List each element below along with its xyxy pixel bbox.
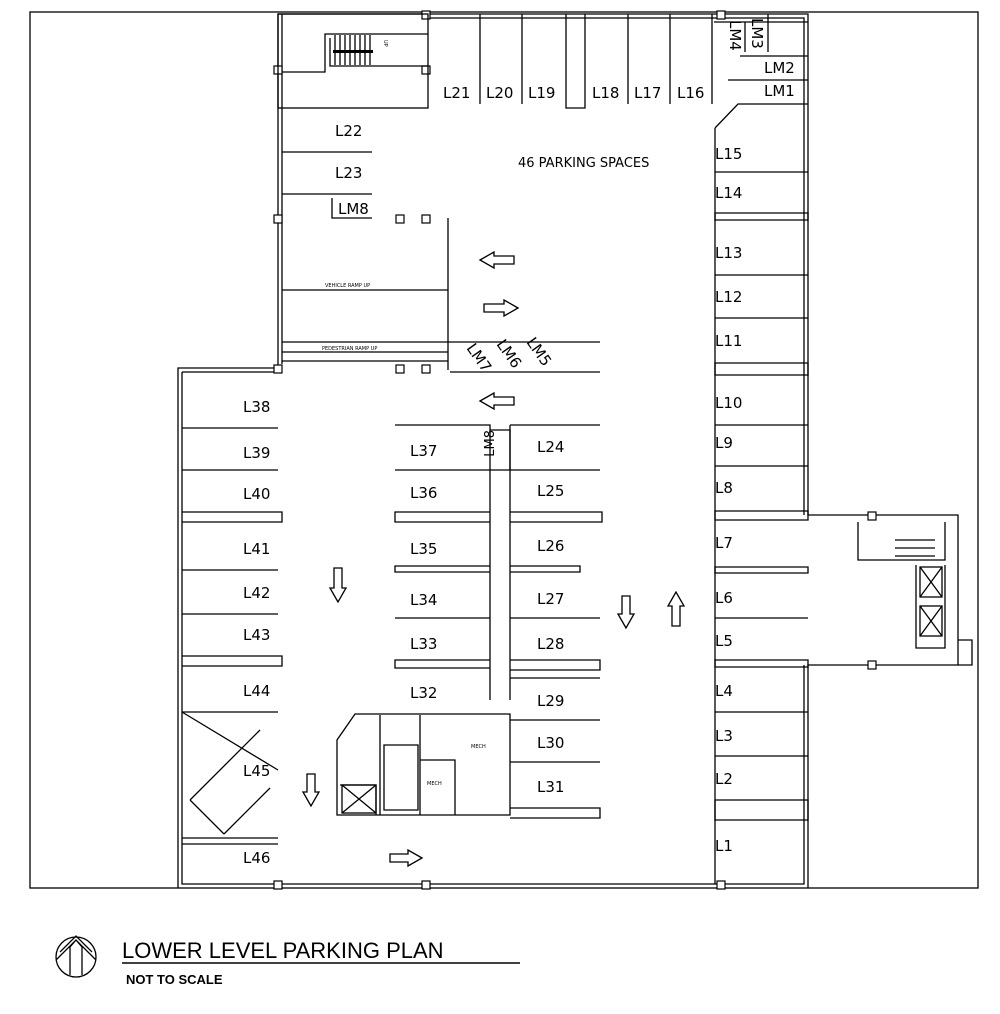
space-L34: L34 bbox=[410, 591, 437, 609]
space-L43: L43 bbox=[243, 626, 270, 644]
space-L33: L33 bbox=[410, 635, 437, 653]
mech-room-label: MECH bbox=[471, 744, 486, 750]
space-L17: L17 bbox=[634, 84, 661, 102]
space-L24: L24 bbox=[537, 438, 564, 456]
space-L20: L20 bbox=[486, 84, 513, 102]
space-L6: L6 bbox=[715, 589, 733, 607]
space-L4: L4 bbox=[715, 682, 733, 700]
space-L14: L14 bbox=[715, 184, 742, 202]
space-L13: L13 bbox=[715, 244, 742, 262]
space-L15: L15 bbox=[715, 145, 742, 163]
arrow-right-icon bbox=[389, 848, 424, 868]
space-L16: L16 bbox=[677, 84, 704, 102]
title-block: LOWER LEVEL PARKING PLAN NOT TO SCALE bbox=[55, 935, 520, 987]
space-L44: L44 bbox=[243, 682, 270, 700]
stall-lines bbox=[181, 14, 809, 884]
space-L29: L29 bbox=[537, 692, 564, 710]
space-L5: L5 bbox=[715, 632, 733, 650]
space-L42: L42 bbox=[243, 584, 270, 602]
stair-northwest: UP bbox=[277, 13, 429, 109]
space-L25: L25 bbox=[537, 482, 564, 500]
space-L37: L37 bbox=[410, 442, 437, 460]
arrow-down-icon bbox=[301, 773, 321, 808]
space-LM6: LM6 bbox=[493, 336, 525, 372]
space-L10: L10 bbox=[715, 394, 742, 412]
stair-elevators-east bbox=[857, 522, 946, 649]
space-labels: L21 L20 L19 L18 L17 L16 LM4 LM3 LM2 LM1 … bbox=[243, 18, 795, 867]
space-L46: L46 bbox=[243, 849, 270, 867]
vehicle-ramp-label: VEHICLE RAMP UP bbox=[325, 283, 370, 289]
space-L36: L36 bbox=[410, 484, 437, 502]
space-L3: L3 bbox=[715, 727, 733, 745]
columns bbox=[273, 10, 877, 890]
space-L22: L22 bbox=[335, 122, 362, 140]
traffic-arrows bbox=[301, 250, 686, 868]
north-arrow-icon bbox=[55, 935, 97, 978]
space-L27: L27 bbox=[537, 590, 564, 608]
building-walls bbox=[177, 13, 973, 888]
space-L26: L26 bbox=[537, 537, 564, 555]
stair-up-label: UP bbox=[382, 40, 388, 47]
space-L31: L31 bbox=[537, 778, 564, 796]
arrow-up-icon bbox=[666, 590, 686, 627]
mechanical-core: MECH MECH bbox=[336, 713, 511, 816]
space-L38: L38 bbox=[243, 398, 270, 416]
space-L12: L12 bbox=[715, 288, 742, 306]
space-L18: L18 bbox=[592, 84, 619, 102]
space-L45: L45 bbox=[243, 762, 270, 780]
space-L28: L28 bbox=[537, 635, 564, 653]
arrow-left-icon bbox=[478, 391, 515, 411]
pedestrian-ramp-label: PEDESTRIAN RAMP UP bbox=[322, 346, 377, 352]
space-L19: L19 bbox=[528, 84, 555, 102]
space-LM2: LM2 bbox=[764, 59, 795, 77]
capacity-label: 46 PARKING SPACES bbox=[518, 156, 649, 171]
space-L9: L9 bbox=[715, 434, 733, 452]
arrow-left-icon bbox=[478, 250, 515, 270]
space-LM5: LM5 bbox=[523, 334, 555, 370]
space-L2: L2 bbox=[715, 770, 733, 788]
space-L21: L21 bbox=[443, 84, 470, 102]
space-L7: L7 bbox=[715, 534, 733, 552]
arrow-down-icon bbox=[616, 595, 636, 630]
plan-title: LOWER LEVEL PARKING PLAN bbox=[122, 938, 444, 963]
arrow-down-icon bbox=[328, 567, 348, 604]
space-LM4: LM4 bbox=[726, 20, 744, 51]
drawing-frame bbox=[29, 11, 979, 889]
space-LM8: LM8 bbox=[338, 200, 369, 218]
space-L11: L11 bbox=[715, 332, 742, 350]
space-LM7: LM7 bbox=[463, 340, 495, 376]
space-L41: L41 bbox=[243, 540, 270, 558]
mech-room-label-2: MECH bbox=[427, 781, 442, 787]
space-LM8-center: LM8 bbox=[483, 430, 498, 457]
space-L32: L32 bbox=[410, 684, 437, 702]
space-L8: L8 bbox=[715, 479, 733, 497]
space-L40: L40 bbox=[243, 485, 270, 503]
space-L35: L35 bbox=[410, 540, 437, 558]
space-L39: L39 bbox=[243, 444, 270, 462]
arrow-right-icon bbox=[483, 298, 520, 318]
space-L1: L1 bbox=[715, 837, 733, 855]
space-LM1: LM1 bbox=[764, 82, 795, 100]
space-L30: L30 bbox=[537, 734, 564, 752]
space-LM3: LM3 bbox=[748, 18, 766, 49]
scale-note: NOT TO SCALE bbox=[126, 972, 223, 987]
space-L23: L23 bbox=[335, 164, 362, 182]
